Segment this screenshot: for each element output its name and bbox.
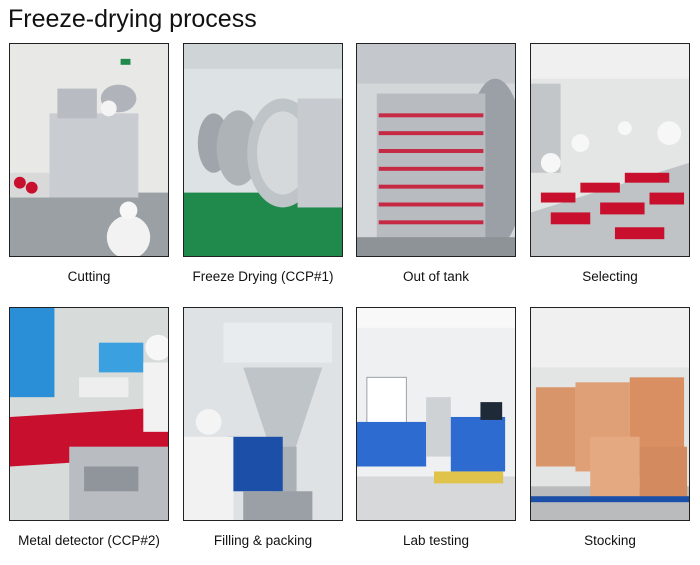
step-label: Lab testing (402, 533, 470, 548)
step-label: Metal detector (CCP#2) (18, 533, 160, 548)
step-label: Out of tank (402, 269, 470, 284)
step-metal-detector: Metal detector (CCP#2) (9, 307, 169, 548)
step-lab-testing: Lab testing (356, 307, 516, 548)
step-label: Cutting (67, 269, 111, 284)
step-stocking: Stocking (530, 307, 690, 548)
filling-packing-photo (183, 307, 343, 521)
step-label: Freeze Drying (CCP#1) (192, 269, 334, 284)
out-of-tank-photo (356, 43, 516, 257)
step-out-of-tank: Out of tank (356, 43, 516, 284)
freeze-drying-photo (183, 43, 343, 257)
metal-detector-photo (9, 307, 169, 521)
stocking-photo (530, 307, 690, 521)
step-selecting: Selecting (530, 43, 690, 284)
step-label: Filling & packing (213, 533, 313, 548)
selecting-photo (530, 43, 690, 257)
page-title: Freeze-drying process (8, 5, 257, 33)
cutting-photo (9, 43, 169, 257)
lab-testing-photo (356, 307, 516, 521)
step-freeze-drying: Freeze Drying (CCP#1) (183, 43, 343, 284)
step-cutting: Cutting (9, 43, 169, 284)
step-filling-packing: Filling & packing (183, 307, 343, 548)
step-label: Stocking (584, 533, 636, 548)
step-label: Selecting (582, 269, 638, 284)
